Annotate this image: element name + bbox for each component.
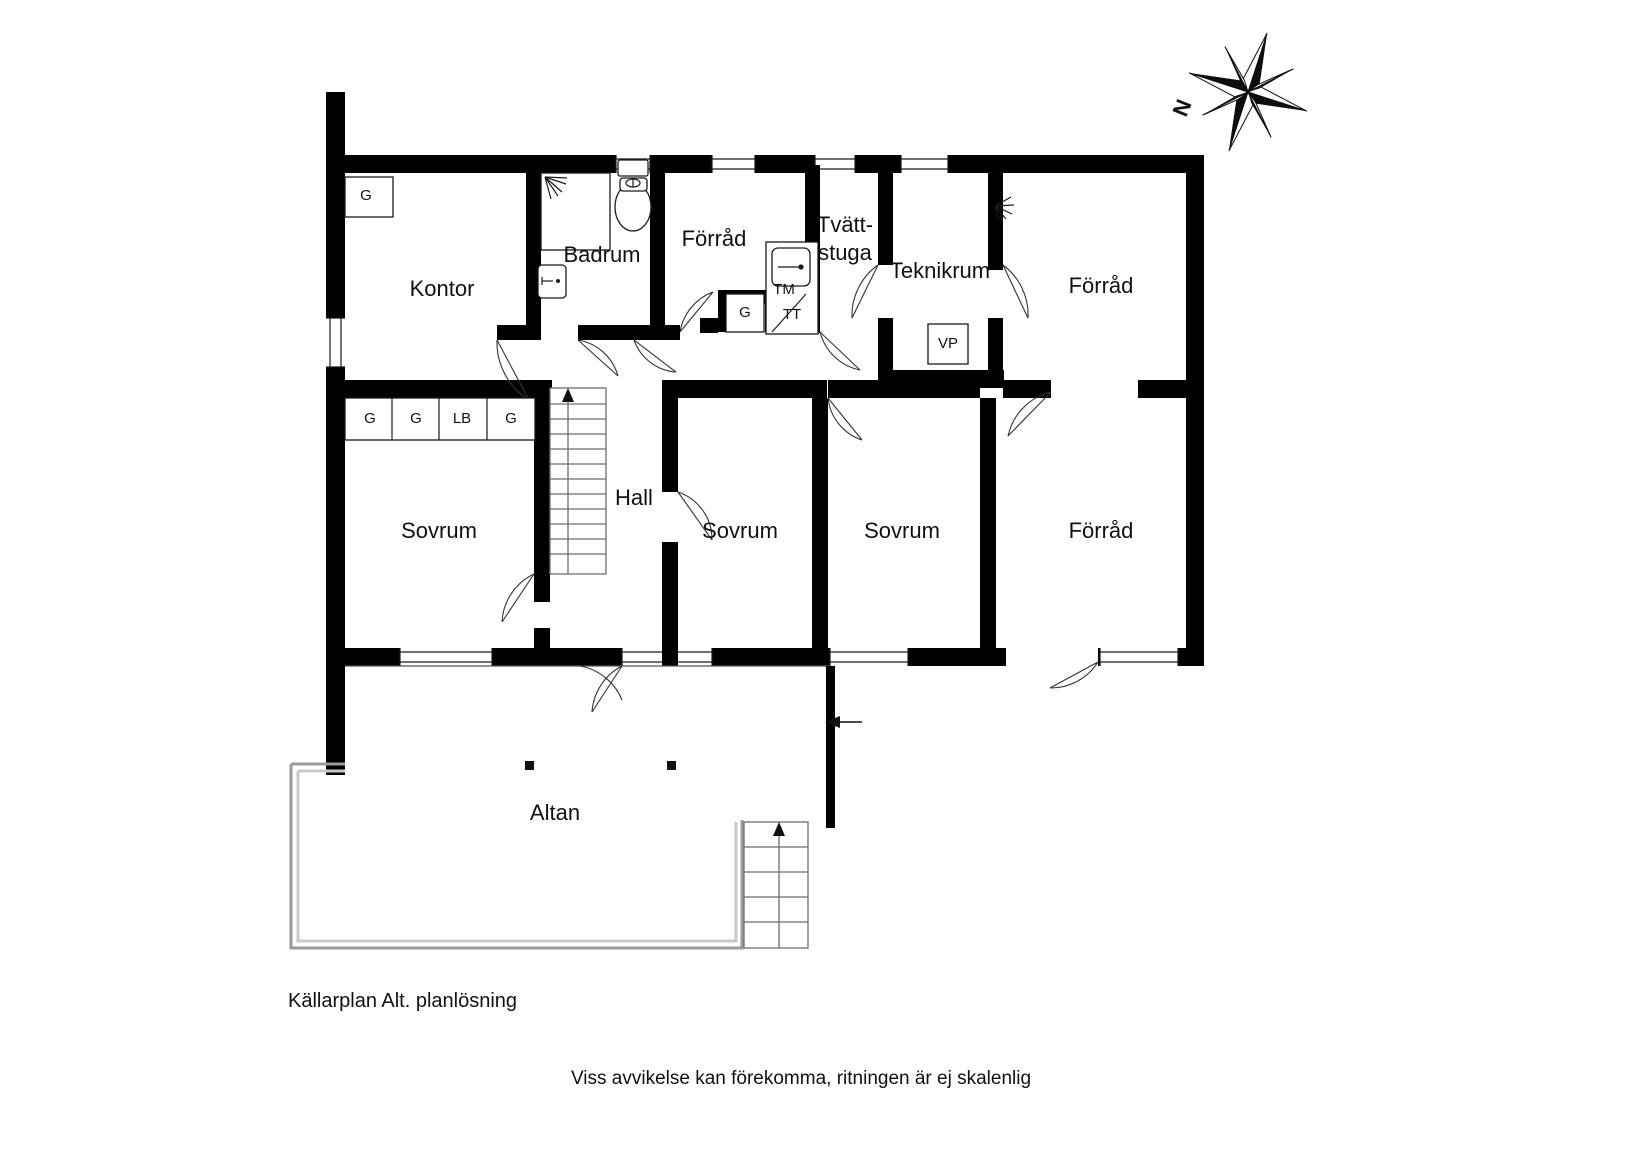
- staircase-up: [549, 387, 607, 575]
- shower-icon: [540, 172, 611, 251]
- window-top-4: [900, 155, 949, 173]
- window-top-3: [814, 155, 856, 173]
- heat-pump-icon: [927, 323, 969, 365]
- tag-g-forrad: G: [739, 304, 751, 321]
- storage-cabinet-G: [725, 293, 765, 333]
- tag-g-sovrum-3: G: [505, 410, 517, 427]
- toilet-icon: [614, 159, 652, 232]
- deck-outline: [289, 762, 744, 950]
- room-label-badrum: Badrum: [563, 242, 640, 267]
- deck-post-2: [667, 761, 676, 770]
- room-label-altan: Altan: [530, 800, 580, 825]
- plan-caption: Källarplan Alt. planlösning: [288, 990, 517, 1012]
- tag-g-sovrum-1: G: [364, 410, 376, 427]
- plan-disclaimer: Viss avvikelse kan förekomma, ritningen …: [571, 1068, 1031, 1089]
- window-left-1: [326, 317, 345, 368]
- room-label-forrad-top: Förråd: [682, 226, 747, 251]
- window-top-2: [711, 155, 756, 173]
- tag-vp: VP: [938, 335, 958, 352]
- deck-staircase-up: [743, 821, 809, 949]
- window-bottom-4: [1099, 648, 1179, 666]
- room-label-kontor: Kontor: [410, 276, 475, 301]
- room-label-sovrum-3: Sovrum: [864, 518, 940, 543]
- tag-g-kontor: G: [360, 187, 372, 204]
- wardrobe-row-sovrum1: [344, 397, 536, 441]
- tag-g-sovrum-2: G: [410, 410, 422, 427]
- room-label-forrad-ne: Förråd: [1069, 273, 1134, 298]
- vent-icon: [994, 196, 1015, 222]
- room-label-tvattstuga-line2: stuga: [818, 240, 873, 265]
- room-label-sovrum-1: Sovrum: [401, 518, 477, 543]
- compass-rose-icon: [1188, 32, 1308, 152]
- tag-lb-sovrum: LB: [453, 410, 471, 427]
- deck-entry-arrow: [825, 716, 862, 728]
- sink-icon: [537, 264, 567, 299]
- deck-post-1: [525, 761, 534, 770]
- room-label-teknikrum: Teknikrum: [890, 258, 990, 283]
- deck-divider-wall: [826, 666, 835, 828]
- room-label-sovrum-2: Sovrum: [702, 518, 778, 543]
- room-label-hall: Hall: [615, 485, 653, 510]
- window-bottom-3: [829, 648, 909, 666]
- room-label-forrad-se: Förråd: [1069, 518, 1134, 543]
- window-bottom-1: [399, 648, 493, 666]
- room-label-tvattstuga-line1: Tvätt-: [817, 212, 873, 237]
- tag-tt: TT: [783, 306, 801, 323]
- tag-tm: TM: [773, 281, 795, 298]
- wardrobe-kontor: [344, 176, 394, 218]
